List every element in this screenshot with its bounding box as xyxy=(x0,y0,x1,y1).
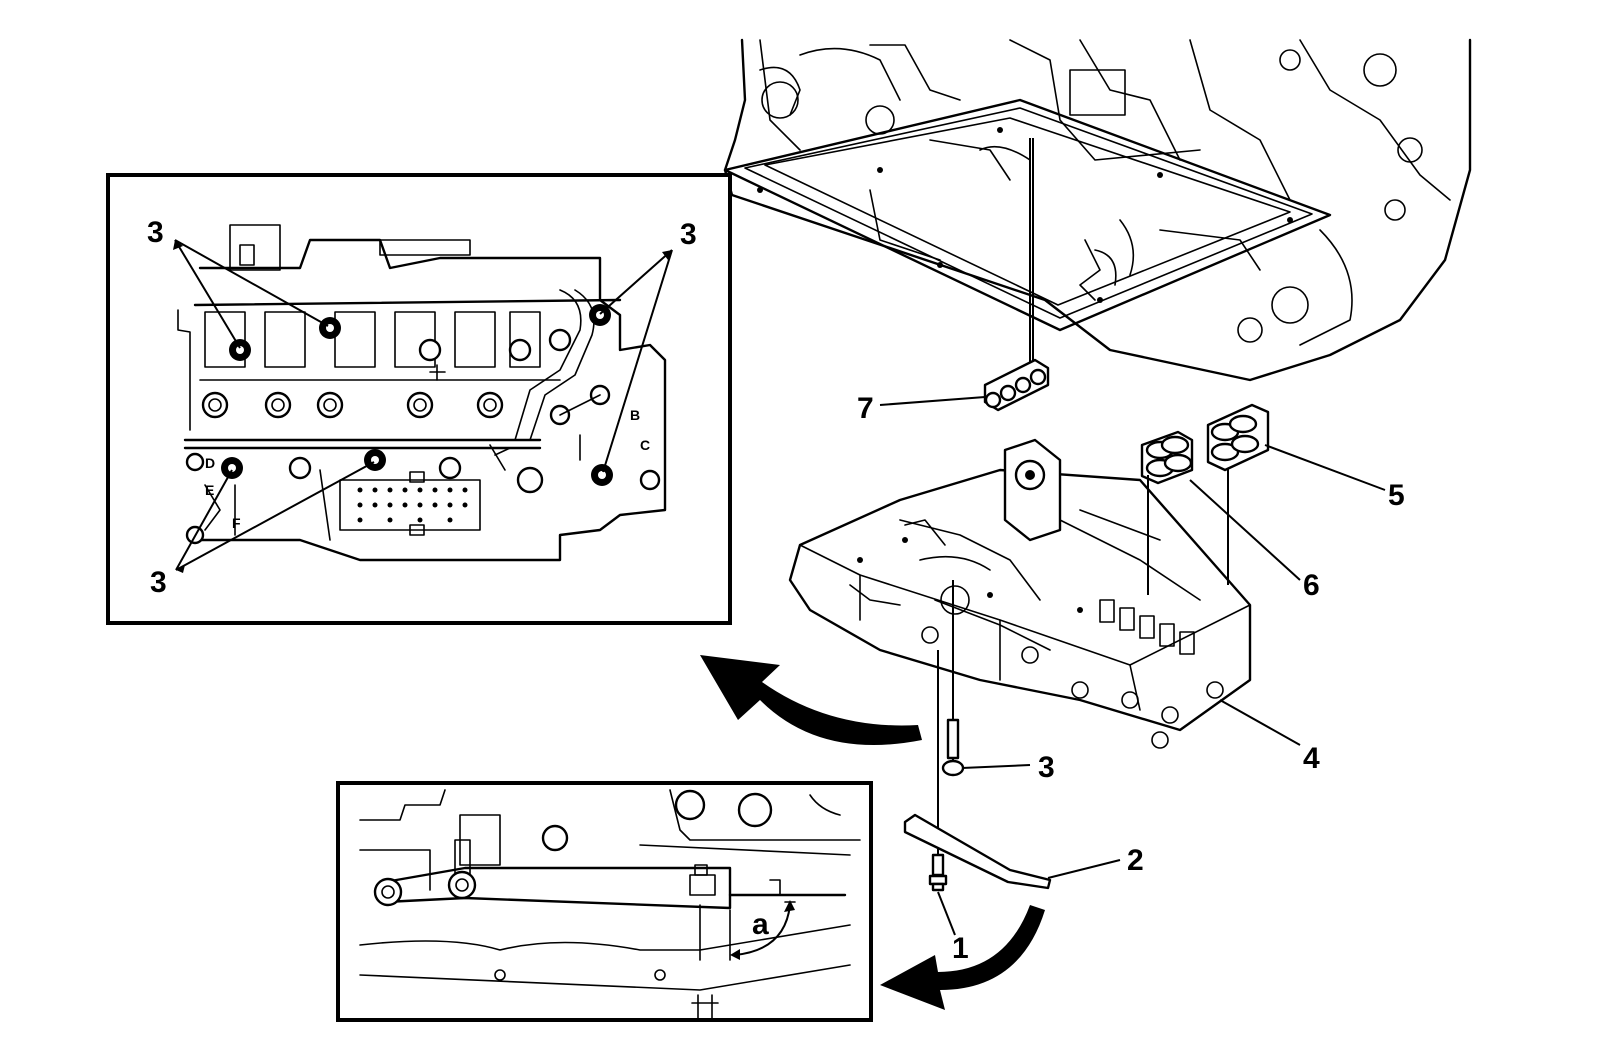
leader-2 xyxy=(1047,859,1121,879)
callout-3-bolt: 3 xyxy=(1038,751,1055,784)
leader-1 xyxy=(937,891,956,936)
callout-angle-a: a xyxy=(752,908,769,941)
control-valve-body-4 xyxy=(788,438,1252,749)
inset-letter-e: E xyxy=(205,482,214,498)
inset-letter-b: B xyxy=(630,407,640,423)
bolt-3 xyxy=(941,718,965,777)
arrow-to-bottom-inset xyxy=(880,905,1045,1010)
inset-letter-d: D xyxy=(205,455,215,471)
inset-letter-f: F xyxy=(232,515,241,531)
connector-bracket-7 xyxy=(983,358,1050,412)
transmission-case xyxy=(723,38,1472,382)
callout-2: 2 xyxy=(1127,844,1144,877)
bolt-1 xyxy=(928,853,948,892)
leader-5 xyxy=(1264,444,1386,491)
arrow-to-top-inset xyxy=(700,655,922,745)
seal-bracket-5 xyxy=(1206,403,1270,472)
leader-7 xyxy=(879,396,986,406)
highlighted-bolts xyxy=(221,304,613,486)
inset-letter-c: C xyxy=(640,437,650,453)
seal-bracket-6 xyxy=(1140,430,1194,485)
manual-valve-link-2 xyxy=(903,813,1052,890)
inset-manual-valve-detail: a xyxy=(336,781,873,1022)
callout-6: 6 xyxy=(1303,569,1320,602)
leader-3 xyxy=(961,764,1031,769)
connector-pins xyxy=(357,487,468,523)
bolt-holes-row xyxy=(185,328,661,545)
leader-6 xyxy=(1189,479,1301,581)
callout-5: 5 xyxy=(1388,479,1405,512)
leaders-top-left xyxy=(174,239,329,349)
callout-3-inset-bottom: 3 xyxy=(150,566,167,599)
leader-4 xyxy=(1219,699,1301,746)
callout-3-inset-top-left: 3 xyxy=(147,216,164,249)
leaders-bottom xyxy=(175,461,375,571)
callout-4: 4 xyxy=(1303,742,1320,775)
inset-valve-body-bolts: B C D E F xyxy=(106,173,732,625)
callout-1: 1 xyxy=(952,932,969,965)
leaders-top-right xyxy=(599,249,673,473)
callout-7: 7 xyxy=(857,392,874,425)
solenoid-row xyxy=(204,311,541,368)
callout-3-inset-top-right: 3 xyxy=(680,218,697,251)
angle-a-arrow xyxy=(734,904,791,956)
